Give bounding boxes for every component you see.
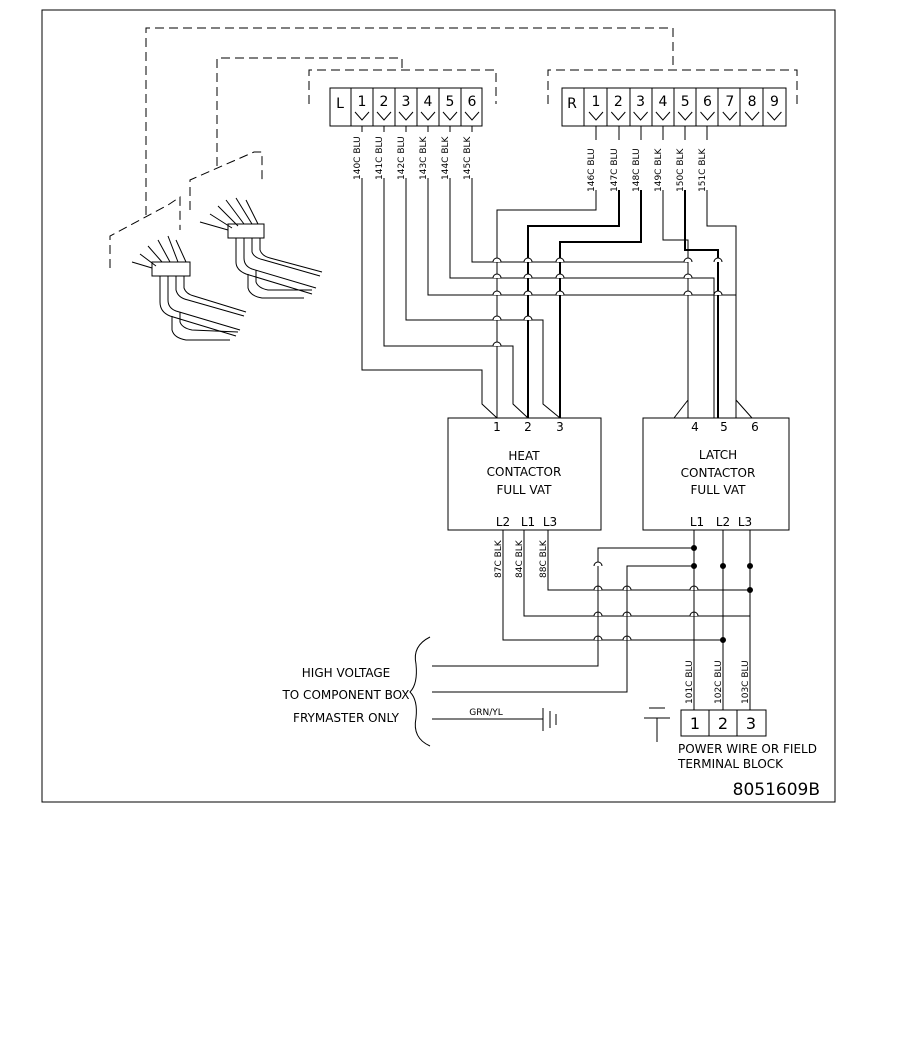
terminal-block-2: 2 bbox=[718, 714, 728, 733]
left-connector-pin-1-chevron-icon bbox=[354, 111, 370, 121]
heat-contactor-terminal-l1: L1 bbox=[521, 515, 535, 529]
ground-wire bbox=[432, 708, 557, 731]
latch-contactor-terminal-4: 4 bbox=[691, 420, 699, 434]
left-connector-pin-5-chevron-icon bbox=[442, 111, 458, 121]
heating-element-left bbox=[131, 235, 247, 341]
terminal-block-caption-line-1: POWER WIRE OR FIELD bbox=[678, 742, 817, 756]
right-connector-pin-8-chevron-icon bbox=[744, 111, 760, 121]
latch-contactor-title-line-1: LATCH bbox=[699, 448, 737, 462]
latch-contactor-terminal-l3: L3 bbox=[738, 515, 752, 529]
high-voltage-line-3: FRYMASTER ONLY bbox=[293, 711, 400, 725]
right-connector-pin-4: 4 bbox=[658, 94, 667, 110]
right-connector-pin-7-chevron-icon bbox=[722, 111, 738, 121]
heat-contactor-terminal-l2: L2 bbox=[496, 515, 510, 529]
right-connector-pin-6: 6 bbox=[703, 94, 712, 110]
right-connector-pin-1: 1 bbox=[592, 94, 601, 110]
harness-dashed-outlines bbox=[109, 27, 798, 268]
left-connector-routing bbox=[361, 178, 737, 419]
latch-contactor-title-line-3: FULL VAT bbox=[691, 483, 747, 497]
right-wire-label-3: 148C BLU bbox=[632, 148, 642, 192]
chassis-ground-icon bbox=[644, 707, 670, 742]
left-connector-pin-4-chevron-icon bbox=[420, 111, 436, 121]
heat-contactor-terminal-1: 1 bbox=[493, 420, 501, 434]
left-wire-label-2: 141C BLU bbox=[375, 136, 385, 180]
latch-contactor-terminal-l1: L1 bbox=[690, 515, 704, 529]
left-connector-label: L bbox=[336, 96, 344, 112]
left-wire-label-3: 142C BLU bbox=[397, 136, 407, 180]
left-connector-pin-3: 3 bbox=[402, 94, 411, 110]
right-connector-pin-3-chevron-icon bbox=[633, 111, 648, 121]
right-connector-pin-5-chevron-icon bbox=[677, 111, 693, 121]
right-connector-pin-2: 2 bbox=[614, 94, 623, 110]
high-voltage-line-2: TO COMPONENT BOX bbox=[281, 688, 409, 702]
right-connector-pin-3: 3 bbox=[636, 94, 645, 110]
heat-output-wire-labels: 87C BLK 84C BLK 88C BLK bbox=[494, 539, 549, 578]
right-wire-label-4: 149C BLK bbox=[654, 147, 664, 192]
latch-contactor-terminal-l2: L2 bbox=[716, 515, 730, 529]
left-connector-pin-2: 2 bbox=[380, 94, 389, 110]
heating-element-right bbox=[199, 197, 323, 299]
right-wire-labels: 146C BLU 147C BLU 148C BLU 149C BLK 150C BLK… bbox=[587, 126, 708, 192]
right-connector-pin-4-chevron-icon bbox=[655, 111, 671, 121]
terminal-block-1: 1 bbox=[690, 714, 700, 733]
left-connector-pin-6-chevron-icon bbox=[464, 111, 480, 121]
left-wire-label-5: 144C BLK bbox=[441, 135, 451, 180]
latch-contactor-terminal-5: 5 bbox=[720, 420, 728, 434]
heat-contactor-terminal-l3: L3 bbox=[543, 515, 557, 529]
left-connector-pin-2-chevron-icon bbox=[376, 111, 392, 121]
left-wire-label-4: 143C BLK bbox=[419, 135, 429, 180]
right-connector-pin-1-chevron-icon bbox=[588, 111, 604, 121]
ground-wire-label: GRN/YL bbox=[469, 708, 503, 718]
left-connector-pin-4: 4 bbox=[424, 94, 433, 110]
heat-output-wire-label-2: 84C BLK bbox=[515, 539, 525, 578]
left-wire-labels: 140C BLU 141C BLU 142C BLU 143C BLK 144C BLK… bbox=[353, 126, 473, 180]
right-connector-pin-7: 7 bbox=[725, 94, 734, 110]
latch-output-routing bbox=[432, 530, 753, 710]
drawing-number: 8051609B bbox=[733, 780, 820, 800]
heat-contactor-title-line-3: FULL VAT bbox=[497, 483, 553, 497]
right-connector-pin-2-chevron-icon bbox=[610, 111, 626, 121]
latch-contactor: 4 5 6 LATCH CONTACTOR FULL VAT L1 L2 L3 bbox=[642, 417, 790, 531]
right-connector-pin-8: 8 bbox=[748, 94, 757, 110]
right-connector-pin-9: 9 bbox=[770, 94, 779, 110]
right-wire-label-5: 150C BLK bbox=[676, 147, 686, 192]
high-voltage-brace bbox=[409, 636, 431, 747]
left-connector-pin-3-chevron-icon bbox=[398, 111, 414, 121]
wire-crossing-marks bbox=[492, 257, 723, 347]
heat-contactor: 1 2 3 HEAT CONTACTOR FULL VAT L2 L1 L3 bbox=[447, 417, 602, 531]
right-connector-label: R bbox=[567, 96, 577, 112]
right-wire-label-6: 151C BLK bbox=[698, 147, 708, 192]
heat-contactor-terminal-2: 2 bbox=[524, 420, 532, 434]
right-connector-pin-9-chevron-icon bbox=[767, 111, 782, 121]
latch-contactor-terminal-6: 6 bbox=[751, 420, 759, 434]
heat-contactor-terminal-3: 3 bbox=[556, 420, 564, 434]
right-connector-pin-5: 5 bbox=[681, 94, 690, 110]
left-connector-pin-1: 1 bbox=[358, 94, 367, 110]
left-wire-label-6: 145C BLK bbox=[463, 135, 473, 180]
right-wire-label-1: 146C BLU bbox=[587, 148, 597, 192]
power-wire-labels: 101C BLU 102C BLU 103C BLU bbox=[685, 660, 751, 704]
diagram-frame bbox=[41, 9, 836, 803]
heat-contactor-title-line-2: CONTACTOR bbox=[487, 465, 562, 479]
terminal-block-3: 3 bbox=[746, 714, 756, 733]
right-wire-label-2: 147C BLU bbox=[610, 148, 620, 192]
heat-contactor-title-line-1: HEAT bbox=[508, 449, 540, 463]
left-wire-label-1: 140C BLU bbox=[353, 136, 363, 180]
right-connector-routing bbox=[496, 190, 753, 419]
left-connector-pin-5: 5 bbox=[446, 94, 455, 110]
heat-output-wire-label-1: 87C BLK bbox=[494, 539, 504, 578]
terminal-block-caption-line-2: TERMINAL BLOCK bbox=[677, 757, 784, 771]
power-wire-label-1: 101C BLU bbox=[685, 660, 695, 704]
latch-contactor-title-line-2: CONTACTOR bbox=[681, 466, 756, 480]
right-connector-pin-6-chevron-icon bbox=[700, 111, 715, 121]
high-voltage-line-1: HIGH VOLTAGE bbox=[302, 666, 390, 680]
power-wire-label-2: 102C BLU bbox=[714, 660, 724, 704]
left-connector-pin-6: 6 bbox=[468, 94, 477, 110]
power-wire-label-3: 103C BLU bbox=[741, 660, 751, 704]
heat-output-wire-label-3: 88C BLK bbox=[539, 539, 549, 578]
terminal-block: 1 2 3 bbox=[680, 709, 767, 737]
